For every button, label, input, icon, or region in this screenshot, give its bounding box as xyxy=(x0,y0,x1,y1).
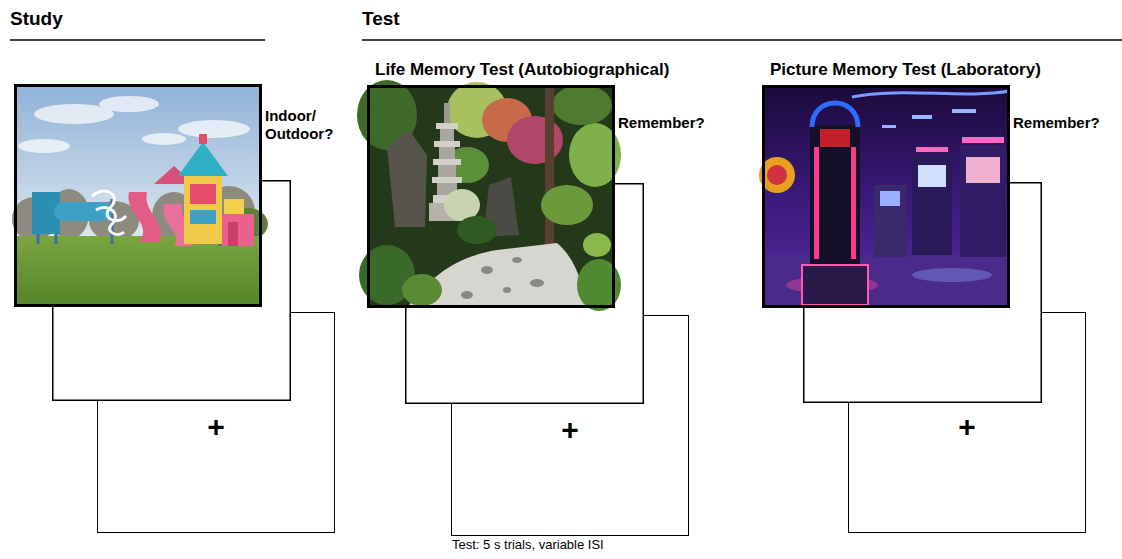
playground-photo-part xyxy=(96,207,124,234)
arcade-photo-part xyxy=(851,147,856,259)
playground-photo-part xyxy=(18,139,70,153)
playground-photo-part xyxy=(199,134,207,144)
arcade-photo-part xyxy=(767,165,787,185)
arcade-photo-part xyxy=(882,125,896,128)
arcade-photo-part xyxy=(912,155,952,255)
garden-photo-part xyxy=(512,257,522,263)
playground-photo-part xyxy=(190,184,216,204)
test-heading: Life Memory Test (Autobiographical) xyxy=(375,60,669,80)
playground-photo-part xyxy=(18,96,250,153)
garden-photo-part xyxy=(503,287,511,293)
garden-photo-part xyxy=(387,130,427,227)
arcade-photo-part xyxy=(952,109,976,113)
timing-note: Test: 5 s trials, variable ISI xyxy=(452,538,604,553)
playground-photo-part xyxy=(14,236,262,307)
study-picture: Indoor/ Outdoor? xyxy=(14,84,262,307)
garden-photo-part xyxy=(457,216,497,244)
playground-photo-part xyxy=(228,222,238,246)
playground-photo-part xyxy=(142,133,186,145)
arcade-photo-part xyxy=(820,129,850,147)
arcade-photo-part xyxy=(762,85,1010,308)
arcade-photo-part xyxy=(874,185,906,257)
garden-photo-part xyxy=(541,185,593,225)
section-heading: Study xyxy=(10,8,63,30)
garden-photo-part xyxy=(461,257,544,299)
arcade-photo-part xyxy=(882,109,976,128)
arcade-photo-part xyxy=(852,91,1010,97)
playground-photo-part xyxy=(178,120,250,138)
playground-photo-part xyxy=(128,192,161,242)
arcade-photo-part xyxy=(962,137,1004,143)
section-rule xyxy=(10,39,265,41)
test-picture: Picture Memory Test (Laboratory)Remember… xyxy=(762,85,1010,308)
arcade-photo-part xyxy=(960,145,1006,257)
garden-photo-part xyxy=(444,103,450,123)
garden-photo-part xyxy=(530,279,544,287)
prompt-question: Remember? xyxy=(618,114,710,132)
garden-photo xyxy=(367,85,615,308)
fixation-cross: + xyxy=(207,412,225,442)
playground-photo-part xyxy=(178,142,228,176)
playground-photo-part xyxy=(190,210,216,224)
arcade-photo-part xyxy=(966,157,1000,183)
garden-photo-part xyxy=(438,165,456,177)
arcade-photo-part xyxy=(762,255,1010,308)
section-heading: Test xyxy=(362,8,400,30)
garden-photo-part xyxy=(434,141,460,147)
test-picture: Life Memory Test (Autobiographical)Remem… xyxy=(367,85,615,308)
arcade-photo-part xyxy=(912,268,992,282)
garden-photo-part xyxy=(552,85,612,125)
playground-photo-part xyxy=(184,172,222,244)
prompt-question: Indoor/ Outdoor? xyxy=(265,107,357,143)
playground-photo-part xyxy=(54,202,112,221)
garden-photo-part xyxy=(402,274,442,306)
arcade-photo-part xyxy=(880,191,900,206)
playground-photo xyxy=(14,84,262,307)
playground-photo-part xyxy=(99,96,159,112)
garden-photo-part xyxy=(439,147,455,159)
fixation-cross: + xyxy=(561,415,579,445)
arcade-photo-part xyxy=(916,147,948,152)
arcade-photo-part xyxy=(814,147,819,259)
prompt-question: Remember? xyxy=(1013,114,1105,132)
garden-photo-part xyxy=(583,233,611,257)
section-rule xyxy=(362,39,1122,41)
arcade-photo-part xyxy=(918,165,946,187)
fixation-cross: + xyxy=(958,412,976,442)
arcade-photo-part xyxy=(812,103,858,127)
playground-photo-part xyxy=(224,199,244,215)
garden-photo-part xyxy=(461,291,473,299)
playground-photo-part xyxy=(92,191,126,221)
garden-photo-part xyxy=(440,129,454,141)
garden-photo-part xyxy=(507,116,563,164)
test-heading: Picture Memory Test (Laboratory) xyxy=(770,60,1041,80)
garden-photo-part xyxy=(481,266,493,274)
garden-photo-part xyxy=(436,123,458,129)
garden-photo-part xyxy=(432,177,462,183)
arcade-photo-part xyxy=(912,115,932,119)
arcade-photo-part xyxy=(802,265,868,305)
playground-photo-part xyxy=(222,214,254,246)
garden-photo-part xyxy=(433,159,461,165)
arcade-photo xyxy=(762,85,1010,308)
